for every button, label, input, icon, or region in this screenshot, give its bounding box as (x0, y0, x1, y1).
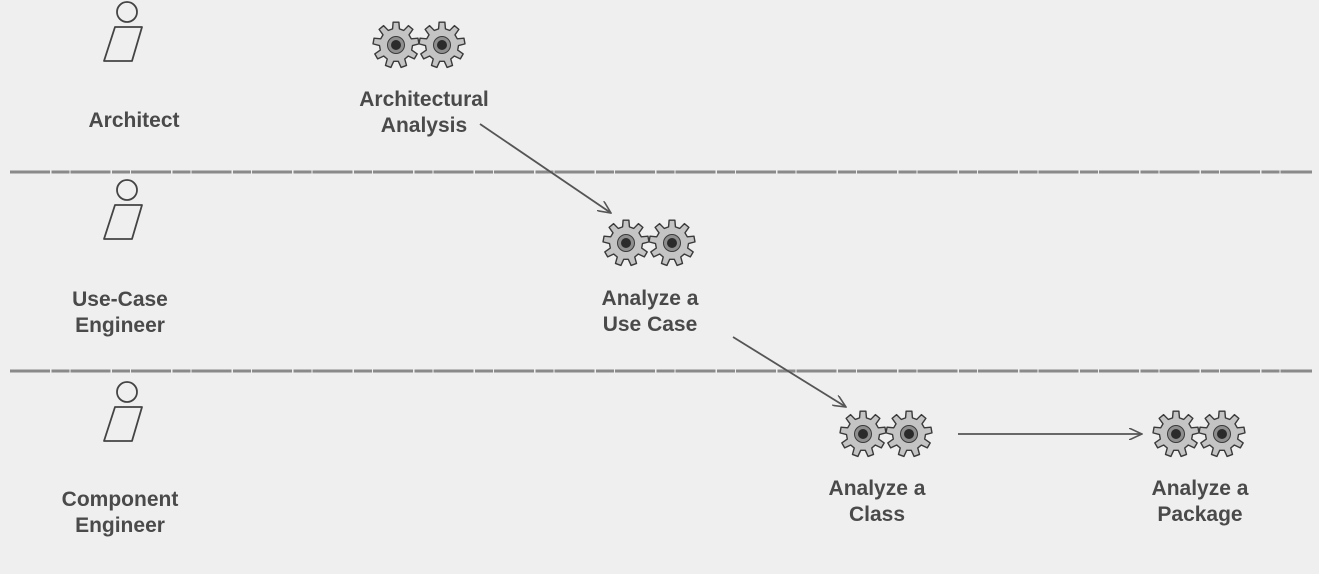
activity-label-analyze-class: Analyze a Class (828, 477, 926, 526)
actor-icon-use-case-engineer (103, 179, 143, 240)
activity-gears-icon-analyze-use-case (602, 219, 696, 267)
role-label-architect: Architect (88, 109, 180, 132)
activity-label-architectural-analysis: Architectural Analysis (359, 88, 489, 137)
actor-icon-component-engineer (103, 381, 143, 442)
role-label-component-engineer: Component Engineer (61, 488, 179, 537)
role-label-use-case-engineer: Use-Case Engineer (72, 288, 168, 337)
actor-icon-architect (103, 1, 143, 62)
flow-arrow-analyze-use-case-to-analyze-class (732, 336, 846, 407)
activity-gears-icon-architectural-analysis (372, 21, 466, 69)
activity-gears-icon-analyze-class (839, 410, 933, 458)
activity-label-analyze-use-case: Analyze a Use Case (601, 287, 699, 336)
flow-arrow-architectural-analysis-to-analyze-use-case (479, 123, 611, 213)
activity-label-analyze-package: Analyze a Package (1151, 477, 1249, 526)
activity-gears-icon-analyze-package (1152, 410, 1246, 458)
